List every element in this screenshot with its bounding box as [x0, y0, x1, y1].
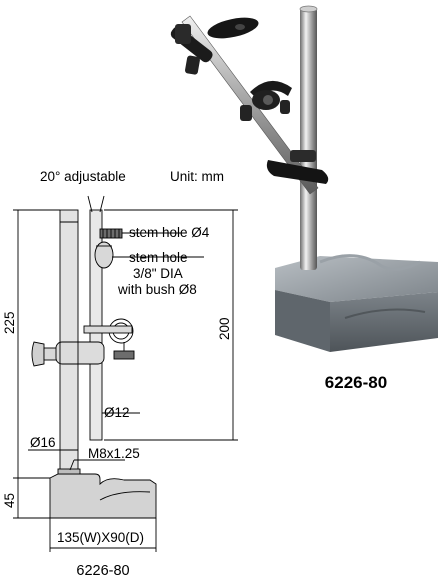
drawing-stem-rod: [89, 209, 103, 441]
rod-small-dia-label: Ø12: [104, 405, 130, 420]
stem-hole-large-label-2: 3/8" DIA: [133, 266, 183, 281]
drawing-main-clamp: [31, 341, 105, 367]
photo-mid-clamp: [240, 80, 292, 121]
dim-base-size-value: 135(W)X90(D): [57, 530, 144, 545]
drawing-ring-clamp: [83, 318, 135, 360]
drawing-base: [49, 468, 157, 519]
dim-base-width: [49, 518, 157, 552]
photo-main-rod: [300, 8, 317, 270]
thread-label: M8x1.25: [88, 446, 140, 461]
stem-hole-large-label-1: stem hole: [129, 250, 188, 265]
dim-200-value: 200: [217, 317, 232, 340]
photo-model-caption: 6226-80: [325, 373, 387, 392]
rod-large-dia-label: Ø16: [30, 435, 56, 450]
dim-225-value: 225: [2, 311, 17, 334]
angle-note: 20° adjustable: [40, 169, 126, 184]
photo-top-clamp: [170, 17, 259, 75]
bush-label: with bush Ø8: [117, 282, 197, 297]
drawing-stem-clamp: [94, 228, 123, 269]
dim-45: [13, 478, 50, 519]
stem-hole-small-label: stem hole Ø4: [129, 225, 210, 240]
technical-drawing: [13, 195, 238, 552]
photo-arm-rod: [181, 15, 319, 195]
dim-200: [104, 209, 238, 441]
photo-base: [275, 254, 438, 352]
unit-note: Unit: mm: [170, 169, 224, 184]
dim-225: [13, 209, 60, 479]
product-photo: [170, 5, 438, 352]
photo-lower-clamp: [266, 150, 329, 184]
drawing-main-rod: [59, 209, 79, 473]
drawing-model-caption: 6226-80: [76, 563, 129, 577]
dim-45-value: 45: [2, 493, 17, 508]
